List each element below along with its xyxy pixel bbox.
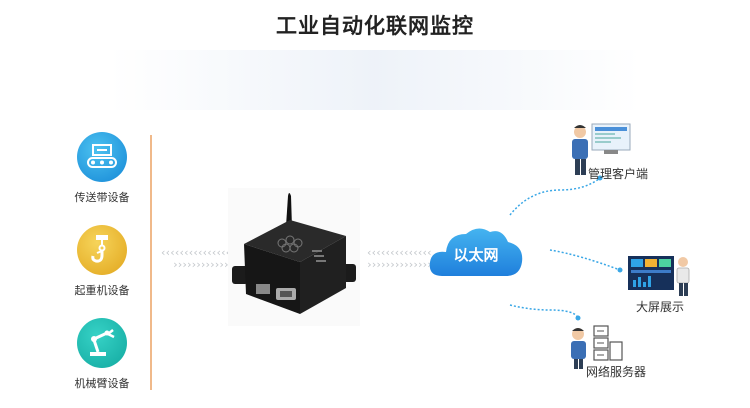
device-label-robot-arm: 机械臂设备 [74,377,130,390]
chevron-arrows-right-2: ›››››››››››››› [366,258,433,271]
admin-workstation-icon [572,123,631,175]
chevron-arrows-left: ‹‹‹‹‹‹‹‹‹‹‹‹‹‹‹‹ [160,246,236,259]
crane-hook-icon [77,225,127,275]
divider-line [150,135,152,390]
client-label-server: 网络服务器 [586,365,647,379]
big-screen-display-icon [628,256,690,296]
chevron-arrows-right: ‹‹‹‹‹‹‹‹‹‹‹‹‹‹ [366,246,433,259]
server-icon [571,325,623,369]
device-label-crane: 起重机设备 [74,284,130,297]
cloud-icon [429,228,523,276]
network-label: 以太网 [453,246,499,264]
device-conveyor: 传送带设备 [62,132,142,205]
device-label-conveyor: 传送带设备 [74,191,130,204]
router-device-icon [228,188,360,326]
chevron-arrows-left-2: ›››››››››››››› [172,258,239,271]
client-label-admin: 管理客户端 [588,167,649,181]
client-label-display: 大屏展示 [636,300,685,314]
conveyor-icon [77,132,127,182]
device-robot-arm: 机械臂设备 [62,318,142,391]
page-title: 工业自动化联网监控 [276,14,474,38]
robot-arm-icon [77,318,127,368]
connection-lines [509,175,623,321]
background-haze [110,50,640,110]
device-crane: 起重机设备 [62,225,142,298]
